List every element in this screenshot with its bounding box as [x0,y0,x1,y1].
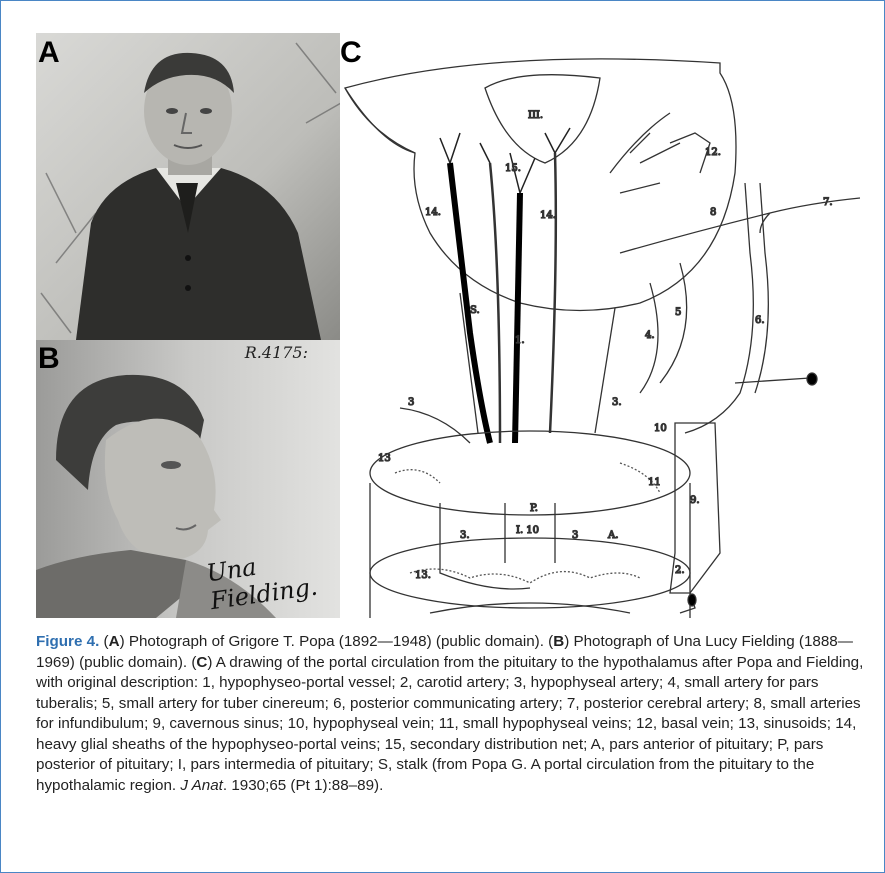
panel-label-c: C [340,38,362,68]
label-12: 12. [705,147,721,158]
label-p: P. [530,503,538,514]
diagram-portal-circulation: III. 1. I. 1 [340,33,870,618]
label-13a: 13 [378,453,391,464]
label-1: 1. [515,335,525,346]
figure-label: Figure 4. [36,633,99,650]
photo-a-popa [36,33,344,340]
label-s: S. [470,305,480,316]
label-11: 11 [648,477,661,488]
label-1b: I. 10 [516,525,539,536]
panel-label-a: A [38,38,60,68]
label-a: A. [607,530,618,541]
label-5: 5 [675,307,681,318]
label-ventricle: III. [528,110,543,121]
label-3a: 3 [408,397,414,408]
label-4: 4. [645,330,655,341]
caption-journal: J Anat [180,777,223,794]
label-6: 6. [755,315,765,326]
panel-label-b: B [38,344,60,374]
label-2: 2. [675,565,685,576]
label-14a: 14. [425,207,441,218]
label-8: 8 [710,207,716,218]
caption-text-c: ) A drawing of the portal circulation fr… [36,654,863,794]
label-9: 9. [690,495,700,506]
label-3c: 3. [460,530,470,541]
figure-caption: Figure 4. (A) Photograph of Grigore T. P… [36,632,866,796]
caption-tail: . 1930;65 (Pt 1):88–89). [223,777,383,794]
label-3b: 3. [612,397,622,408]
label-14b: 14. [540,210,556,221]
caption-letter-a: A [109,633,120,650]
caption-text-a: ) Photograph of Grigore T. Popa (1892—19… [120,633,554,650]
label-10: 10 [654,423,667,434]
caption-letter-c: C [196,654,207,671]
photo-b-fielding: R.4175: Una Fielding. [36,340,344,618]
photo-b-annotation: R.4175: [245,343,308,362]
label-3d: 3 [572,530,578,541]
caption-letter-b: B [553,633,564,650]
label-15: 15. [505,163,521,174]
label-7: 7. [823,197,833,208]
label-13b: 13. [415,570,431,581]
